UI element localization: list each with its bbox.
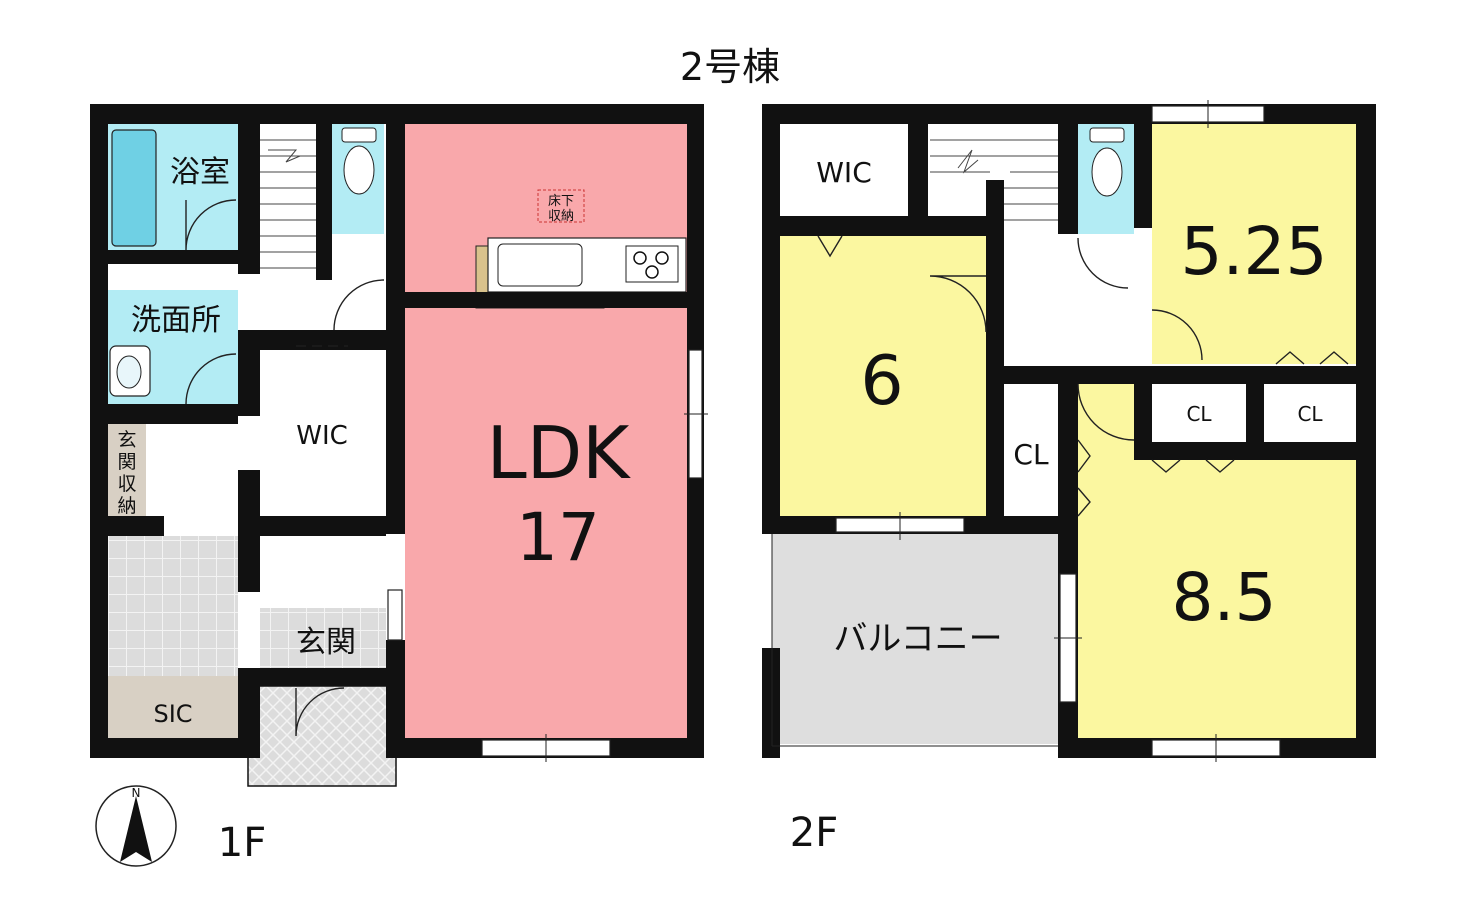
floor-label-2f: 2F [790,810,838,856]
compass-needle-icon [120,796,152,862]
room-85-upper-floor [1078,384,1134,464]
toilet-bowl-1f [343,145,375,195]
entrance-floor [260,608,386,668]
kitchen-sink [497,243,583,287]
plan-title: 2号棟 [680,45,780,89]
ldk-floor [405,124,687,739]
compass-north: N [132,786,141,800]
stairs-1f [260,139,316,269]
ldk-size: 17 [516,499,600,576]
entrance-storage-label-4: 納 [117,495,136,517]
room-6-floor [780,236,986,516]
cooktop [625,245,679,283]
entrance-window [387,589,403,641]
entrance-label: 玄関 [296,625,356,660]
ldk-label: LDK [487,411,632,495]
wic-2f-label: WIC [816,156,872,189]
entrance-storage-label-3: 収 [117,473,136,495]
underfloor-storage-label-1: 床下 [548,194,574,209]
burner-2 [655,251,669,265]
cl-hall-label: CL [1013,438,1049,471]
room-85-floor [1078,460,1356,738]
compass: N [95,785,177,867]
entrance-storage-label-1: 玄 [117,429,136,451]
second-floor: WIC 6 5.25 CL CL CL 8.5 バルコニー [762,100,1376,762]
room-6-label: 6 [860,342,903,421]
tiled-floor [108,536,238,676]
wash-basin-bowl [116,355,142,389]
porch-floor [248,686,396,786]
sic-label: SIC [153,700,192,728]
room-85-label: 8.5 [1172,559,1277,636]
floor-label-1f: 1F [218,820,266,866]
underfloor-storage-label-2: 収納 [548,209,574,224]
compass-ring [95,785,177,867]
entrance-storage-label-2: 関 [117,451,136,473]
burner-3 [645,265,659,279]
cl-a-label: CL [1186,402,1212,426]
toilet-tank-2f [1089,127,1125,143]
room-525-label: 5.25 [1181,213,1328,290]
cl-b-label: CL [1297,402,1323,426]
underfloor-storage-box [537,189,585,223]
first-floor: 床下 収納 浴室 [90,104,708,787]
balcony-floor [772,534,1058,744]
sic-floor [108,676,238,738]
balcony-label: バルコニー [833,619,1002,659]
washroom-label: 洗面所 [131,303,221,338]
entrance-storage-floor [108,424,146,516]
stairs-2f [930,139,1060,221]
wic-1f-label: WIC [296,421,348,451]
bath-label: 浴室 [170,155,230,190]
toilet-bowl-2f [1091,147,1123,197]
bathtub [111,129,157,247]
burner-1 [633,251,647,265]
toilet-tank-1f [341,127,377,143]
